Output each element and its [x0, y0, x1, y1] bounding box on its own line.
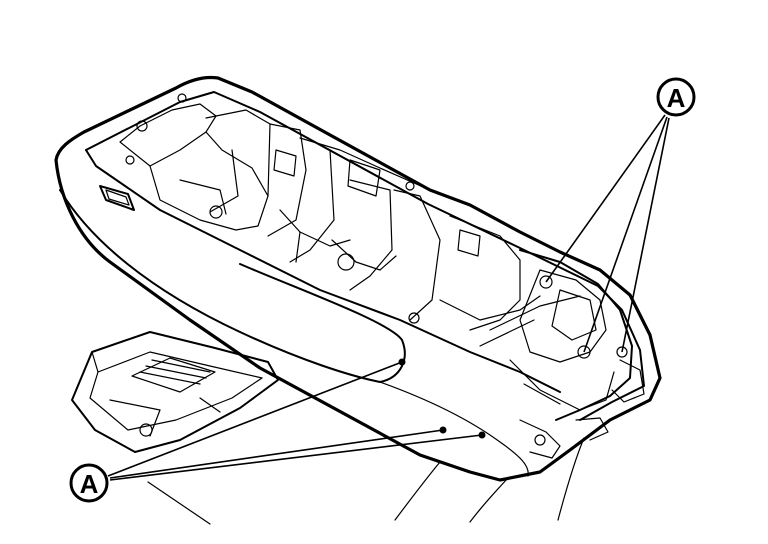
lower-callout-leaders: [107, 361, 483, 481]
console-base-bracket: [71, 331, 279, 453]
callout-a-upper: A: [656, 77, 696, 117]
callout-a-lower: A: [69, 463, 109, 503]
console-body: [54, 75, 662, 482]
svg-text:A: A: [667, 83, 686, 113]
upper-callout-leaders: [545, 114, 670, 353]
side-screws: [398, 358, 486, 439]
svg-text:A: A: [80, 469, 99, 499]
guide-lines: [147, 437, 585, 525]
